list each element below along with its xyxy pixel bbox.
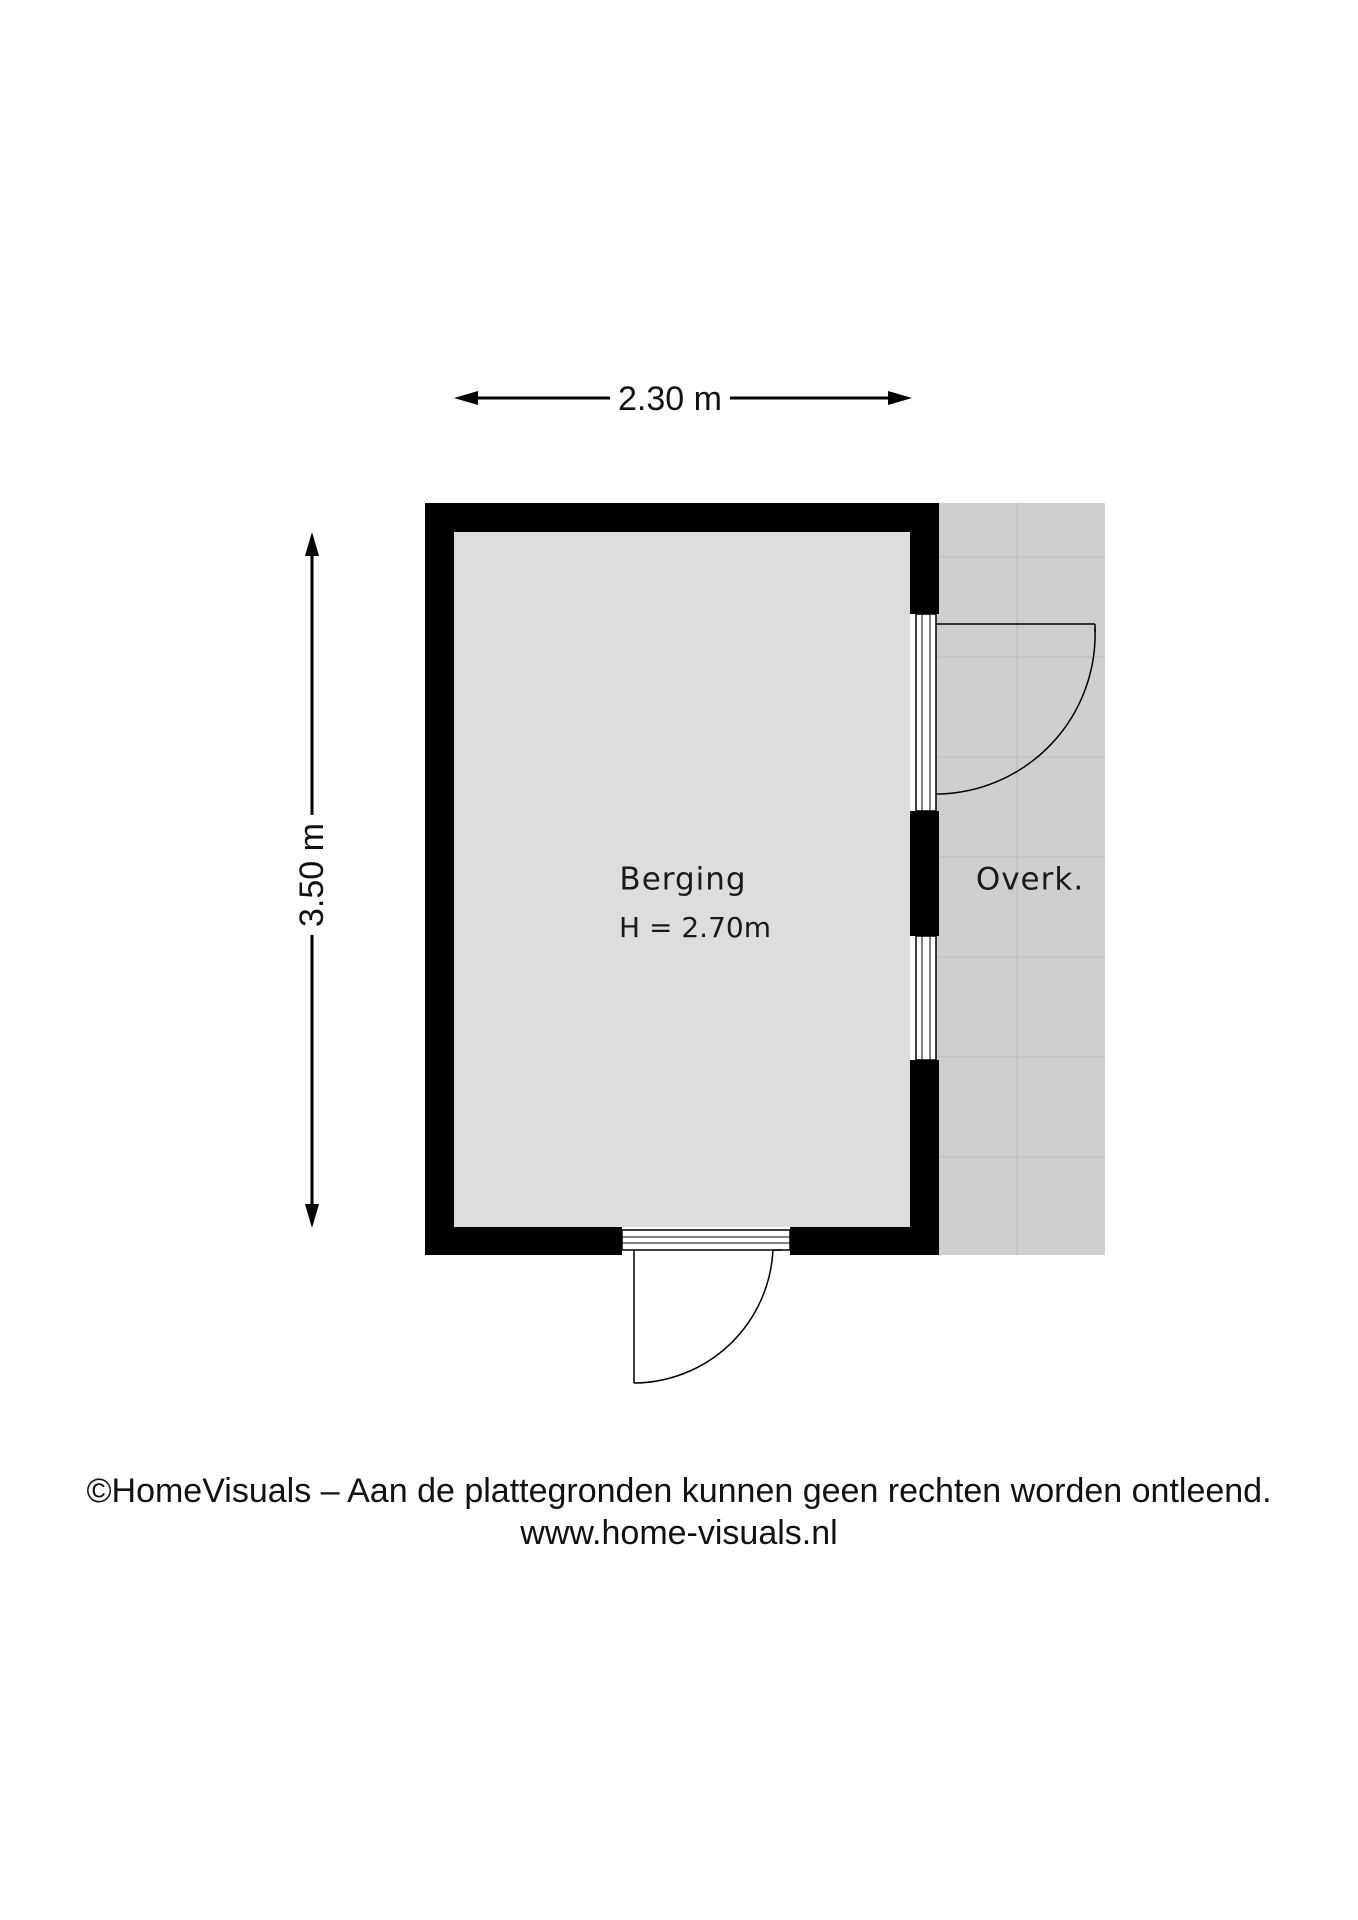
side-door — [915, 613, 1096, 812]
walls — [425, 503, 939, 1255]
width-dimension-label: 2.30 m — [610, 382, 730, 416]
footer-copyright: ©HomeVisuals – Aan de plattegronden kunn… — [86, 1472, 1272, 1510]
covered-area — [935, 503, 1105, 1255]
room-height-label: H = 2.70m — [619, 911, 771, 944]
height-dimension-label: 3.50 m — [293, 815, 331, 935]
footer-website: www.home-visuals.nl — [520, 1514, 838, 1552]
side-window — [915, 935, 937, 1061]
room-name-label: Berging — [619, 861, 747, 898]
covered-area-label: Overk. — [975, 861, 1085, 898]
room-floor — [454, 532, 910, 1227]
front-door — [621, 1229, 791, 1384]
